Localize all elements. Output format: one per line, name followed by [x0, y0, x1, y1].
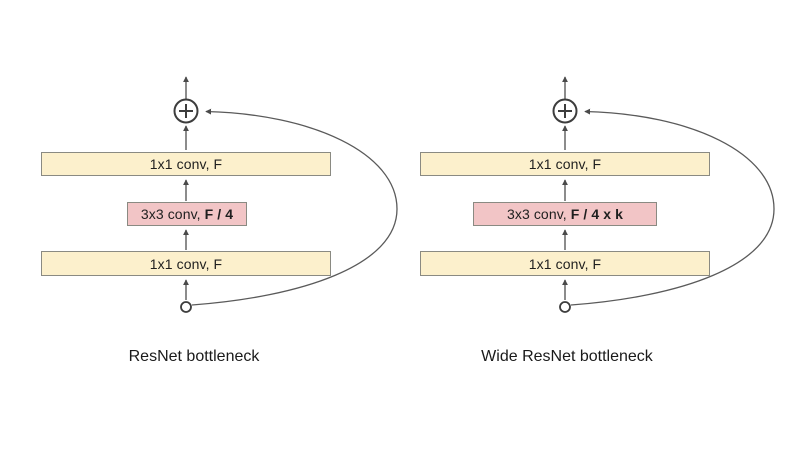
skip-connection: [570, 108, 775, 306]
wide-resnet-caption: Wide ResNet bottleneck: [481, 348, 653, 365]
conv-label: 1x1 conv, F: [528, 156, 602, 172]
conv-label-bold: F / 4: [204, 206, 234, 222]
add-icon: [552, 98, 578, 124]
conv-label: 1x1 conv, F: [149, 156, 223, 172]
wide-resnet-conv1x1-bottom-box: 1x1 conv, F: [420, 251, 710, 276]
resnet-conv1x1-bottom-box: 1x1 conv, F: [41, 251, 331, 276]
skip-connection: [191, 108, 398, 306]
conv-label-prefix: 3x3 conv,: [140, 206, 205, 222]
add-icon: [173, 98, 199, 124]
wide-resnet-conv3x3-bottleneck-box: 3x3 conv, F / 4 x k: [473, 202, 657, 226]
resnet-conv1x1-top-box: 1x1 conv, F: [41, 152, 331, 176]
conv-label-bold: F / 4 x k: [570, 206, 624, 222]
conv-label: 1x1 conv, F: [528, 255, 602, 272]
resnet-conv3x3-bottleneck-box: 3x3 conv, F / 4: [127, 202, 247, 226]
wide-resnet-conv1x1-top-box: 1x1 conv, F: [420, 152, 710, 176]
input-node-icon: [559, 301, 571, 313]
input-node-icon: [180, 301, 192, 313]
conv-label: 1x1 conv, F: [149, 255, 223, 272]
resnet-caption: ResNet bottleneck: [128, 348, 260, 365]
conv-label-prefix: 3x3 conv,: [506, 206, 571, 222]
